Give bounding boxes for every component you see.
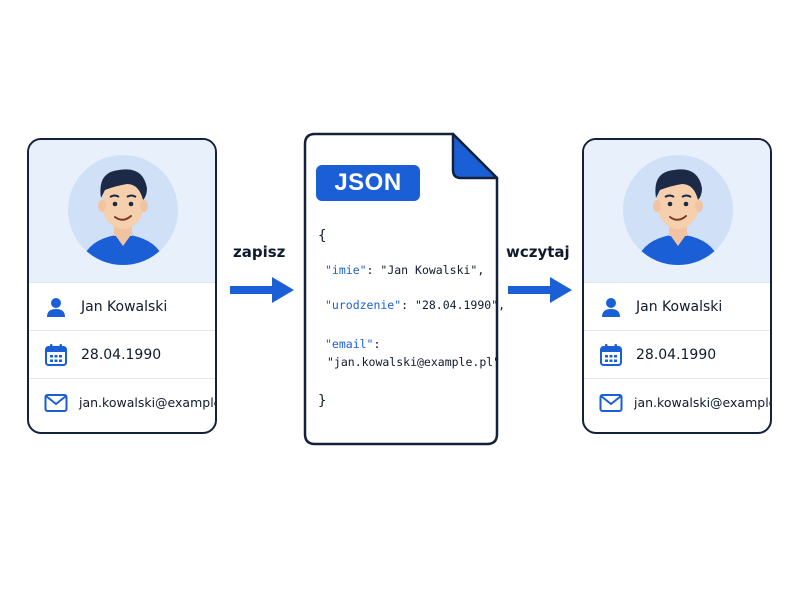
json-badge: JSON [316, 165, 420, 201]
email-text: jan.kowalski@example.pl [634, 395, 770, 410]
birthdate-row: 28.04.1990 [29, 330, 215, 378]
profile-card-header [29, 140, 215, 282]
profile-card-left: Jan Kowalski 28.04.1990 jan.kowalski@exa… [27, 138, 217, 434]
name-text: Jan Kowalski [636, 298, 723, 315]
avatar [68, 155, 178, 265]
avatar [623, 155, 733, 265]
calendar-icon [598, 342, 624, 368]
calendar-icon [43, 342, 69, 368]
json-field-birthdate: "urodzenie": "28.04.1990", [325, 298, 505, 312]
json-value: "Jan Kowalski", [380, 263, 485, 277]
birthdate-row: 28.04.1990 [584, 330, 770, 378]
profile-card-header [584, 140, 770, 282]
email-row: jan.kowalski@example.pl [584, 378, 770, 426]
profile-card-right: Jan Kowalski 28.04.1990 jan.kowalski@exa… [582, 138, 772, 434]
envelope-icon [598, 390, 624, 416]
email-row: jan.kowalski@example.pl [29, 378, 215, 426]
json-close-brace: } [318, 393, 327, 409]
arrow-right-icon [230, 277, 294, 303]
json-key: "imie" [325, 263, 367, 277]
json-key: "email" [325, 337, 374, 351]
json-separator: : [366, 263, 381, 277]
save-label: zapisz [233, 243, 286, 261]
name-text: Jan Kowalski [81, 298, 168, 315]
json-value: "28.04.1990", [415, 298, 506, 312]
email-text: jan.kowalski@example.pl [79, 395, 215, 410]
json-separator: : [373, 337, 381, 351]
birthdate-text: 28.04.1990 [636, 346, 717, 363]
json-email-value: "jan.kowalski@example.pl" [327, 355, 501, 369]
arrow-right-icon [508, 277, 572, 303]
json-file-icon [303, 132, 499, 446]
json-separator: : [401, 298, 416, 312]
json-key: "urodzenie" [325, 298, 402, 312]
user-icon [598, 294, 624, 320]
json-open-brace: { [318, 228, 327, 244]
json-field-email: "email": [325, 337, 380, 351]
json-field-name: "imie": "Jan Kowalski", [325, 263, 484, 277]
name-row: Jan Kowalski [584, 282, 770, 330]
name-row: Jan Kowalski [29, 282, 215, 330]
envelope-icon [43, 390, 69, 416]
birthdate-text: 28.04.1990 [81, 346, 162, 363]
load-label: wczytaj [506, 243, 570, 261]
user-icon [43, 294, 69, 320]
